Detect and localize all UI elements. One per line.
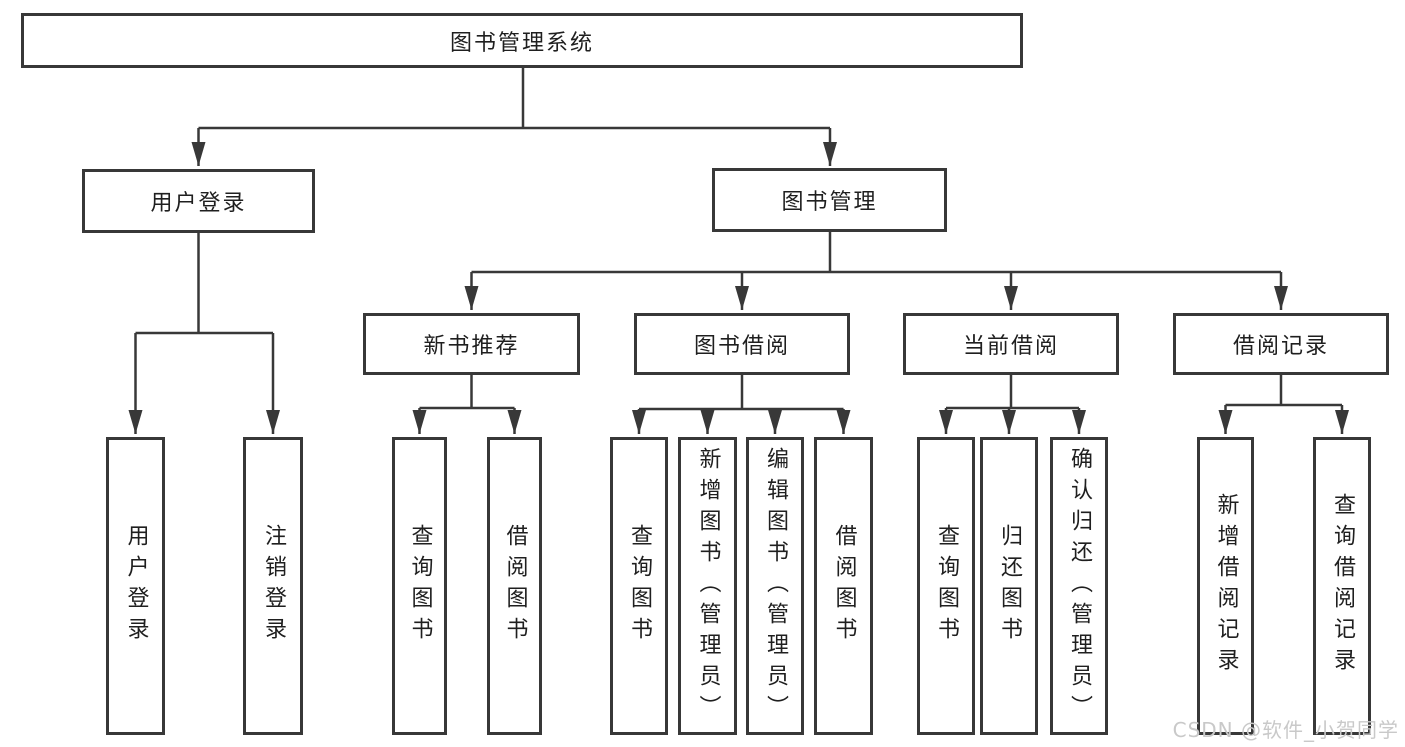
- leaf-query-books-newbooks: 查询图书: [392, 437, 447, 735]
- connector-book-borrow-to-leaves: [639, 375, 844, 411]
- node-new-books: 新书推荐: [363, 313, 580, 375]
- node-borrow-records-label: 借阅记录: [1232, 334, 1329, 359]
- connector-root-to-level2: [198, 68, 830, 130]
- leaf-query-books-borrow: 查询图书: [610, 437, 668, 735]
- leaf-query-books-borrow-label: 查询图书: [627, 524, 652, 648]
- leaf-return-books-label: 归还图书: [997, 524, 1022, 648]
- node-book-borrow: 图书借阅: [634, 313, 850, 375]
- connector-user-login-to-leaves: [135, 233, 273, 335]
- leaf-user-login-label: 用户登录: [123, 524, 149, 648]
- node-current-borrow-label: 当前借阅: [962, 334, 1059, 359]
- node-new-books-label: 新书推荐: [423, 334, 520, 359]
- leaf-query-borrow-record: 查询借阅记录: [1313, 437, 1371, 735]
- node-book-borrow-label: 图书借阅: [693, 334, 790, 359]
- node-user-login-label: 用户登录: [150, 191, 247, 216]
- leaf-query-books-current: 查询图书: [917, 437, 975, 735]
- node-book-mgmt: 图书管理: [712, 168, 947, 232]
- leaf-add-borrow-record: 新增借阅记录: [1197, 437, 1254, 735]
- leaf-add-books-admin-label: 新增图书（管理员）: [695, 446, 721, 726]
- connector-current-borrow-to-leaves: [946, 375, 1079, 410]
- leaf-confirm-return-admin: 确认归还（管理员）: [1050, 437, 1108, 735]
- leaf-borrow-books-newbooks: 借阅图书: [487, 437, 542, 735]
- leaf-logout-login-label: 注销登录: [261, 524, 286, 648]
- connector-book-mgmt-to-level3: [471, 232, 1281, 274]
- leaf-confirm-return-admin-label: 确认归还（管理员）: [1067, 446, 1092, 726]
- csdn-watermark: CSDN @软件_小贺同学: [1172, 718, 1399, 742]
- leaf-query-borrow-record-label: 查询借阅记录: [1330, 493, 1355, 679]
- leaf-query-books-current-label: 查询图书: [934, 524, 959, 648]
- node-book-mgmt-label: 图书管理: [781, 190, 878, 215]
- connector-borrow-records-to-leaves: [1225, 375, 1342, 407]
- leaf-edit-books-admin-label: 编辑图书（管理员）: [763, 446, 788, 726]
- node-root-label: 图书管理系统: [449, 30, 594, 56]
- leaf-add-borrow-record-label: 新增借阅记录: [1213, 493, 1239, 679]
- node-user-login: 用户登录: [82, 169, 315, 233]
- leaf-borrow-books-borrow: 借阅图书: [814, 437, 873, 735]
- leaf-borrow-books-borrow-label: 借阅图书: [831, 524, 857, 648]
- leaf-add-books-admin: 新增图书（管理员）: [678, 437, 737, 735]
- leaf-query-books-newbooks-label: 查询图书: [407, 524, 433, 648]
- connector-new-books-to-leaves: [419, 375, 515, 410]
- node-borrow-records: 借阅记录: [1173, 313, 1389, 375]
- node-root-system: 图书管理系统: [21, 13, 1023, 68]
- leaf-edit-books-admin: 编辑图书（管理员）: [746, 437, 804, 735]
- leaf-user-login: 用户登录: [106, 437, 165, 735]
- leaf-logout-login: 注销登录: [243, 437, 303, 735]
- leaf-return-books: 归还图书: [980, 437, 1038, 735]
- node-current-borrow: 当前借阅: [903, 313, 1119, 375]
- leaf-borrow-books-newbooks-label: 借阅图书: [502, 524, 528, 648]
